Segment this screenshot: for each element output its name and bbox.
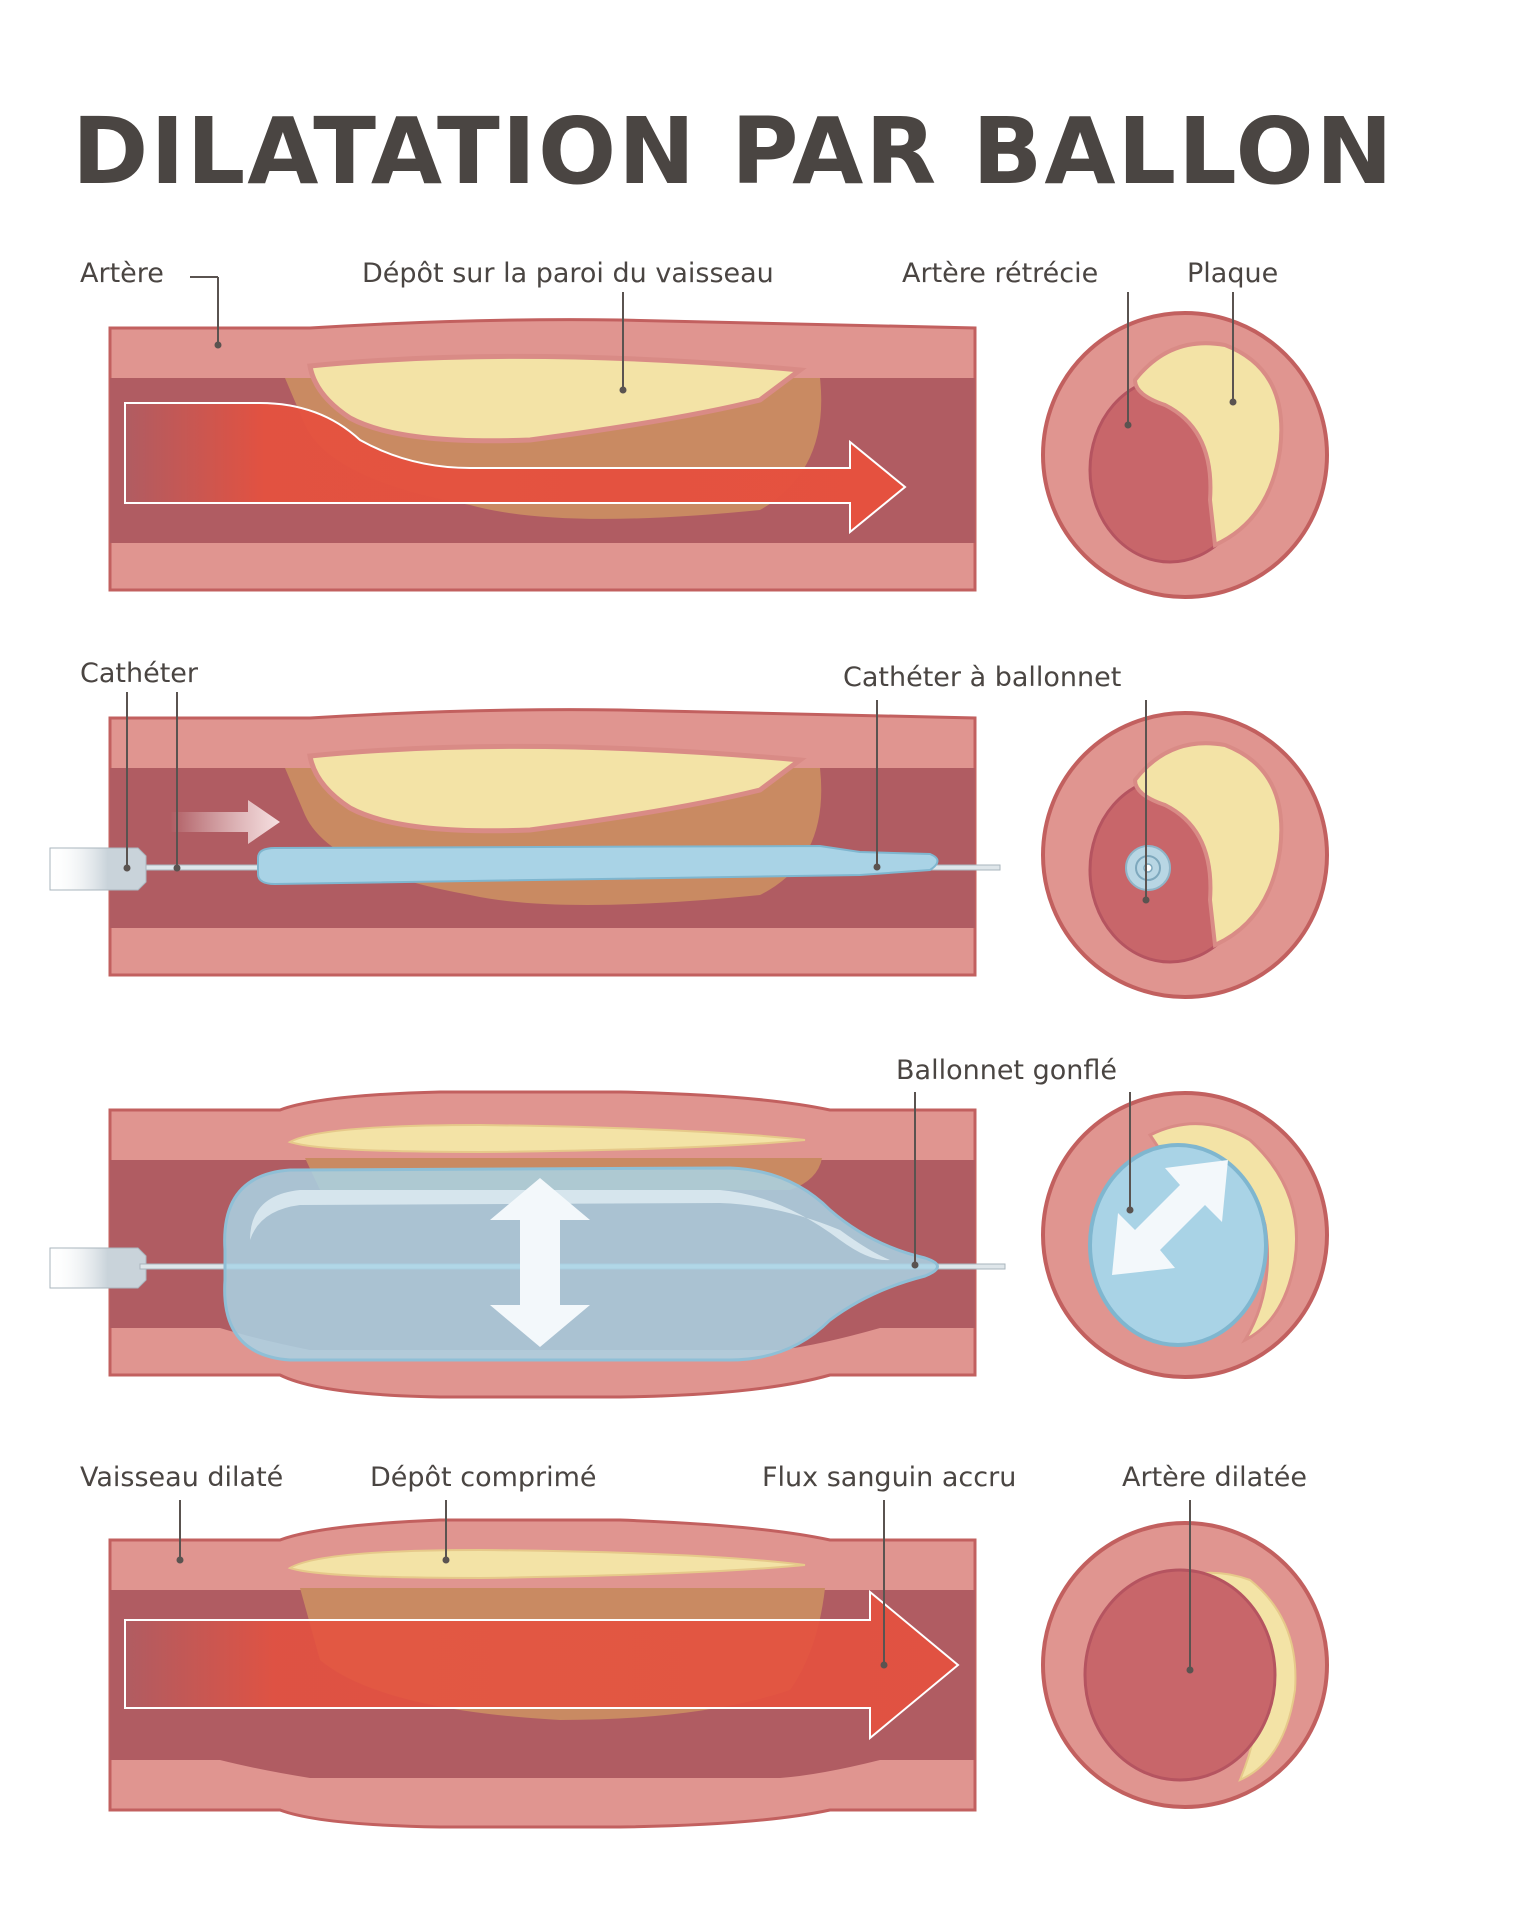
cross-section-catheter: [1041, 711, 1329, 999]
plaque-crescent: [1132, 341, 1284, 548]
catheter-sheath: [49, 847, 147, 891]
leader-dot: [880, 1661, 888, 1669]
deflated-balloon: [257, 844, 939, 886]
leader-dot: [442, 1556, 450, 1564]
leader-dot: [1229, 398, 1237, 406]
cross-section-balloon: [1041, 1091, 1329, 1379]
plaque-deposit: [307, 353, 807, 444]
label-depot-comprime: Dépôt comprimé: [370, 1462, 597, 1493]
panel-balloon-inflated: [49, 1090, 1329, 1399]
leader-dot: [173, 864, 181, 872]
plaque-crescent: [1132, 741, 1284, 948]
leader-dot: [123, 864, 131, 872]
label-depot-paroi: Dépôt sur la paroi du vaisseau: [362, 258, 774, 289]
expansion-arrow-icon: [1112, 1160, 1228, 1275]
cross-section-narrowed: [1041, 311, 1329, 599]
cross-section-dilated: [1041, 1521, 1329, 1809]
direction-arrow-icon: [170, 800, 280, 844]
leader-dot: [873, 863, 881, 871]
label-flux-sanguin: Flux sanguin accru: [762, 1462, 1017, 1493]
inflated-balloon: [223, 1166, 939, 1362]
leader-dot: [1186, 1666, 1194, 1674]
leader-dot: [214, 341, 222, 349]
label-plaque: Plaque: [1187, 258, 1279, 289]
catheter-sheath: [49, 1247, 147, 1289]
label-ballonnet-gonfle: Ballonnet gonflé: [896, 1055, 1117, 1086]
leader-dot: [1124, 421, 1132, 429]
panel-dilated-artery: [108, 1500, 1329, 1829]
label-artere-retrecie: Artère rétrécie: [902, 258, 1099, 289]
leader-dot: [619, 386, 627, 394]
expansion-arrow-icon: [490, 1178, 590, 1347]
label-catheter-ballonnet: Cathéter à ballonnet: [843, 662, 1122, 693]
blood-flow-arrow: [124, 402, 907, 535]
label-artere: Artère: [80, 258, 164, 289]
label-catheter: Cathéter: [80, 658, 199, 689]
plaque-deposit: [307, 743, 807, 834]
panel-catheter-insertion: [49, 692, 1329, 999]
leader-dot: [1126, 1206, 1134, 1214]
panel-narrowed-artery: [108, 276, 1329, 599]
diagram-title: DILATATION PAR BALLON: [72, 98, 1395, 205]
balloon-highlight: [250, 1190, 890, 1261]
blood-flow-arrow: [124, 1589, 960, 1741]
plaque-compressed: [287, 1123, 806, 1154]
plaque-compressed: [287, 1548, 806, 1580]
leader-dot: [176, 1556, 184, 1564]
leader-dot: [1142, 896, 1150, 904]
label-artere-dilatee: Artère dilatée: [1122, 1462, 1307, 1493]
label-vaisseau-dilate: Vaisseau dilaté: [80, 1462, 284, 1493]
leader-dot: [911, 1261, 919, 1269]
lumen-dilated: [1083, 1568, 1277, 1782]
